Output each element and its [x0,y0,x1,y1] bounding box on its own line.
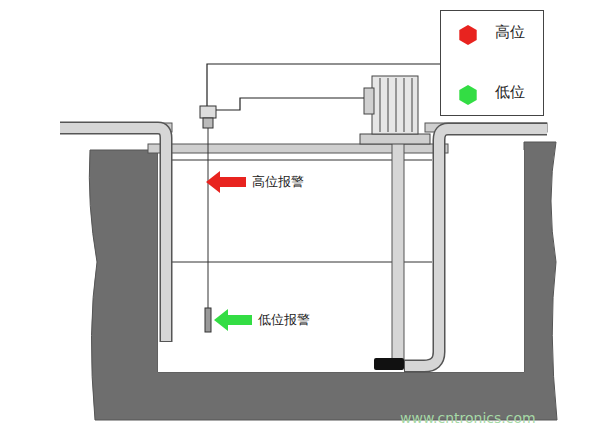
high-lamp [459,25,476,45]
outlet-pipe [404,129,547,366]
alarm-label: 高位报警 [252,173,304,191]
motor-body [372,76,418,134]
inlet-pipe [60,128,166,342]
watermark: www.cntronics.com [400,410,536,426]
alarm-label: 低位报警 [258,311,310,329]
lamp-label: 高位 [495,23,525,42]
terminal-box [364,88,374,114]
motor-base [360,134,430,144]
lamp-icons [441,11,545,117]
low-lamp [459,85,476,105]
level-sensor-neck [203,118,213,128]
outlet-pipe [405,129,547,366]
pump-column [392,140,404,362]
pump [374,358,404,370]
ground [89,142,557,420]
sensor-cable [208,128,209,308]
inlet-pipe [60,128,166,341]
high-alarm-arrow [206,171,246,193]
power-wire [214,98,364,110]
indicator-panel: 高位低位 [440,10,544,116]
signal-wire [207,64,440,106]
level-sensor-head [200,106,216,118]
motor-fins [380,78,412,132]
pit [158,150,524,372]
low-alarm-arrow [214,309,252,331]
lamp-label: 低位 [495,83,525,102]
sensor-probe [205,308,211,332]
